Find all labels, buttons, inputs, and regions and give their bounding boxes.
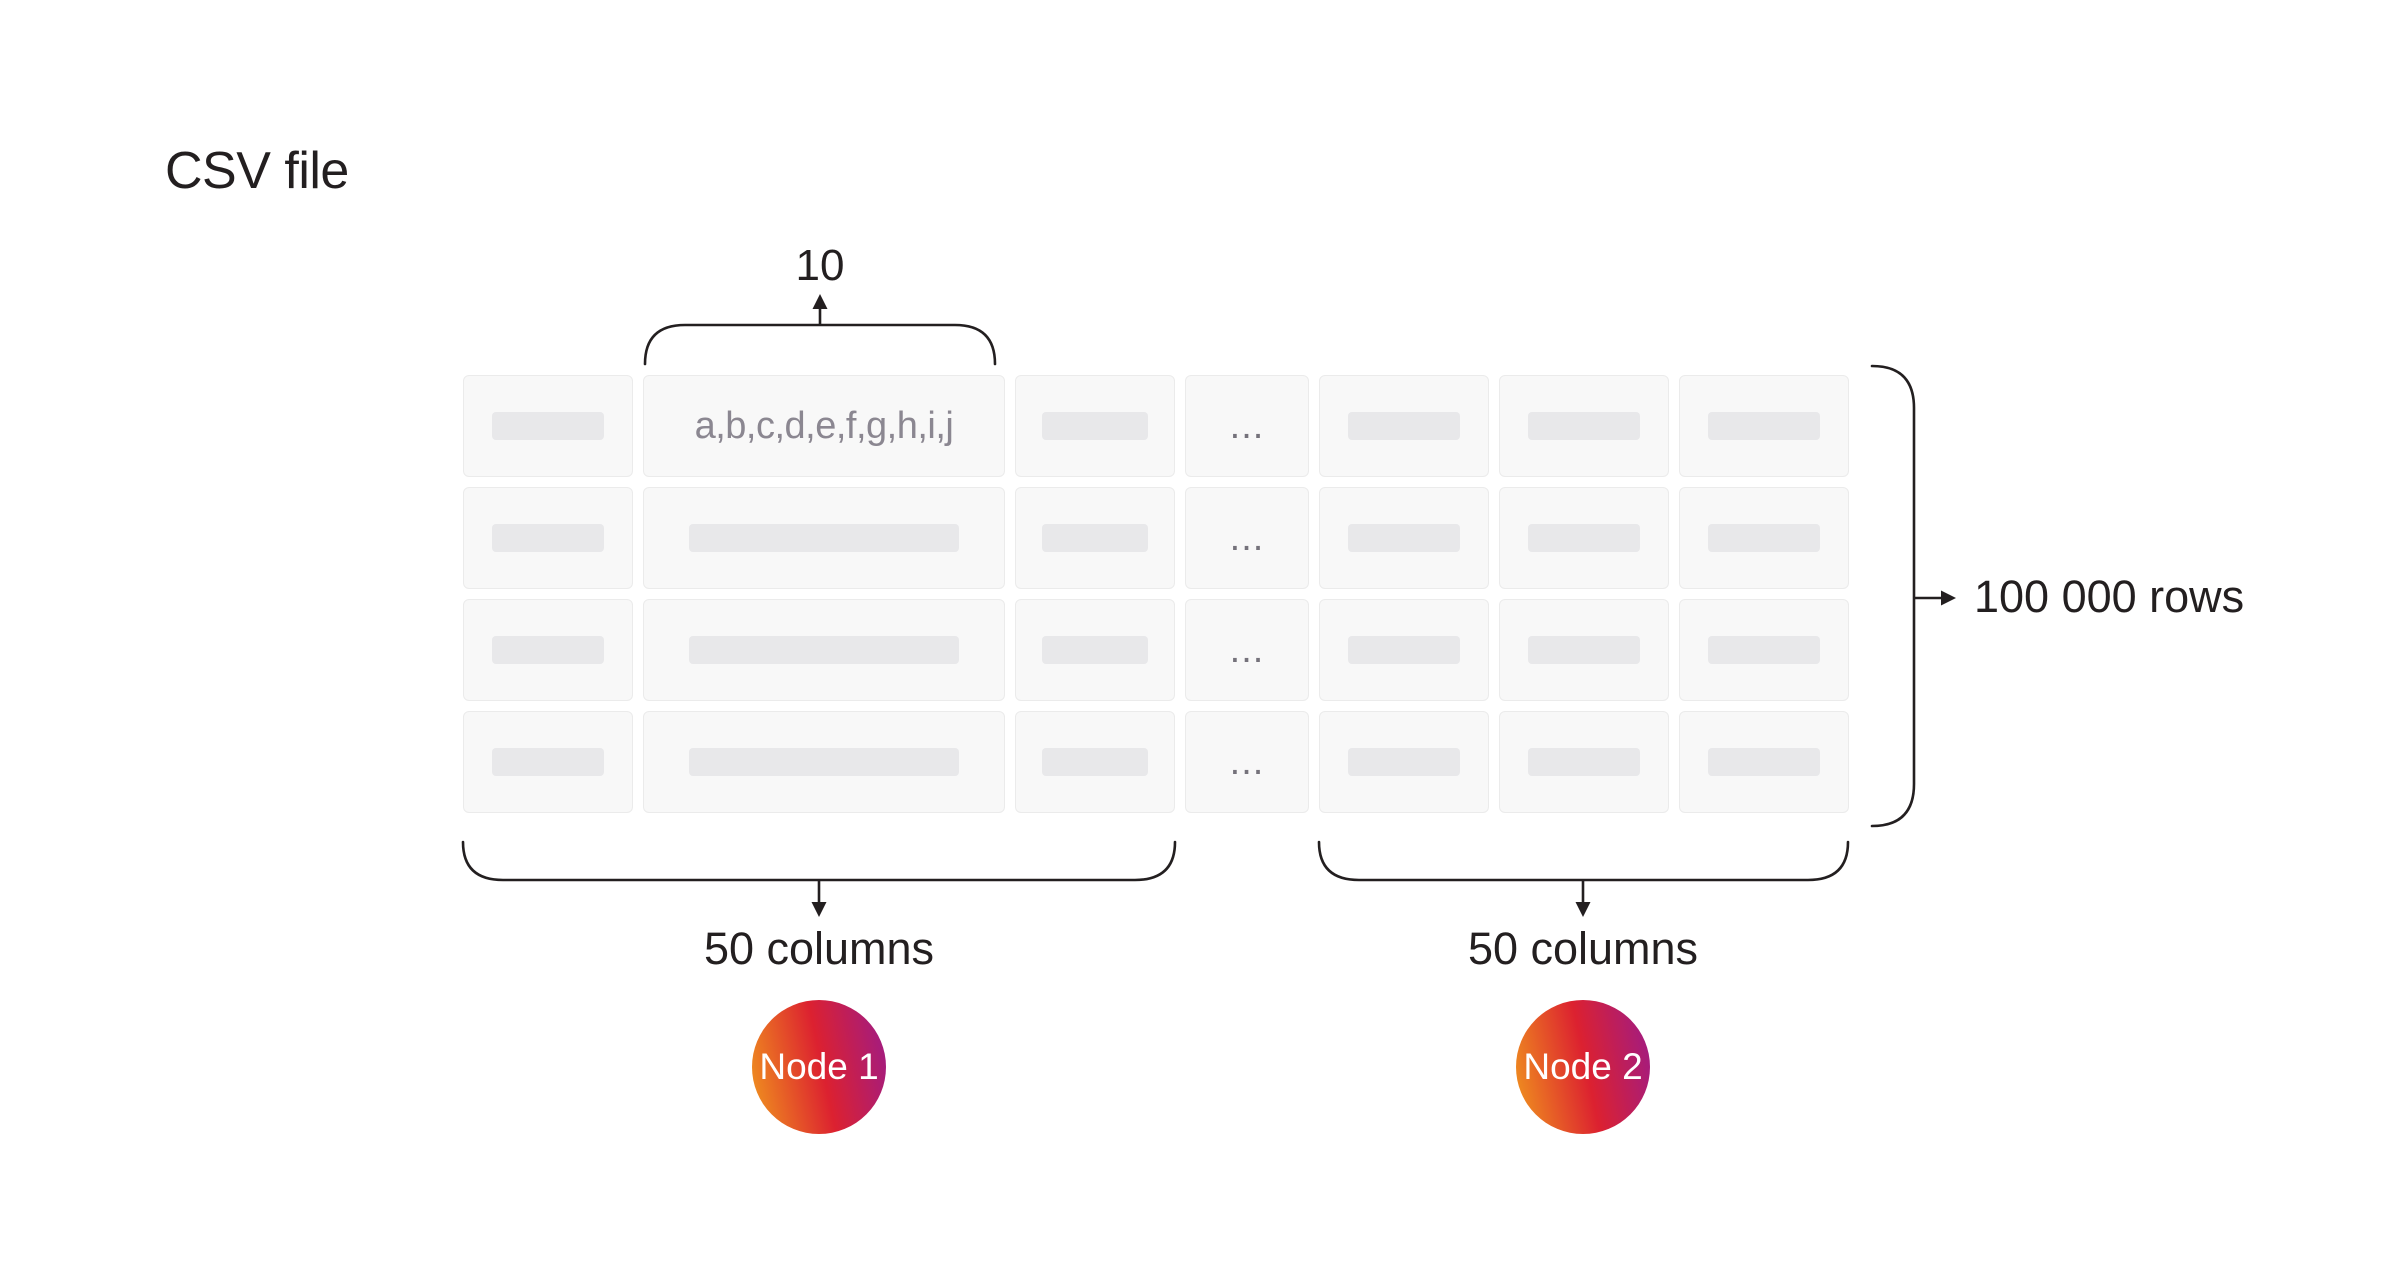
table-row: ... xyxy=(463,487,1849,589)
placeholder-bar xyxy=(689,524,959,552)
placeholder-bar xyxy=(1347,524,1461,552)
grid-cell-ellipsis: ... xyxy=(1185,375,1309,477)
ellipsis-text: ... xyxy=(1229,516,1265,559)
ellipsis-text: ... xyxy=(1229,628,1265,671)
grid-cell xyxy=(1015,599,1175,701)
table-row: a,b,c,d,e,f,g,h,i,j ... xyxy=(463,375,1849,477)
grid-cell-header: a,b,c,d,e,f,g,h,i,j xyxy=(643,375,1005,477)
placeholder-bar xyxy=(491,412,605,440)
ellipsis-text: ... xyxy=(1229,404,1265,447)
placeholder-bar xyxy=(1042,524,1148,552)
grid-cell-ellipsis: ... xyxy=(1185,711,1309,813)
table-row: ... xyxy=(463,711,1849,813)
placeholder-bar xyxy=(1707,748,1821,776)
node-1-label: Node 1 xyxy=(759,1046,879,1087)
grid-cell xyxy=(1015,711,1175,813)
grid-cell xyxy=(1499,711,1669,813)
top-brace xyxy=(643,323,997,366)
placeholder-bar xyxy=(1707,412,1821,440)
down-arrow-right-head xyxy=(1575,902,1591,917)
left-columns-label: 50 columns xyxy=(703,923,935,974)
grid-cell xyxy=(463,711,633,813)
grid-cell xyxy=(1015,375,1175,477)
placeholder-bar xyxy=(1707,524,1821,552)
grid-cell xyxy=(1319,487,1489,589)
grid-cell xyxy=(463,599,633,701)
placeholder-bar xyxy=(491,524,605,552)
placeholder-bar xyxy=(1347,412,1461,440)
grid-cell xyxy=(1499,599,1669,701)
up-arrow-head xyxy=(812,294,828,309)
header-cell-text: a,b,c,d,e,f,g,h,i,j xyxy=(694,404,954,447)
grid-cell-ellipsis: ... xyxy=(1185,599,1309,701)
node-2-badge: Node 2 xyxy=(1516,1000,1650,1134)
grid-cell xyxy=(643,711,1005,813)
grid-cell xyxy=(643,487,1005,589)
rows-count-label: 100 000 rows xyxy=(1974,571,2245,622)
placeholder-bar xyxy=(1042,748,1148,776)
right-arrow-head xyxy=(1941,590,1956,606)
grid-cell xyxy=(1319,599,1489,701)
down-arrow-left-head xyxy=(811,902,827,917)
grid-cell-ellipsis: ... xyxy=(1185,487,1309,589)
page-title: CSV file xyxy=(165,142,349,200)
right-columns-brace xyxy=(1317,840,1850,882)
placeholder-bar xyxy=(1347,636,1461,664)
placeholder-bar xyxy=(491,748,605,776)
grid-cell xyxy=(1679,375,1849,477)
placeholder-bar xyxy=(1527,636,1641,664)
placeholder-bar xyxy=(1527,524,1641,552)
grid-cell xyxy=(1319,711,1489,813)
grid-cell xyxy=(1499,487,1669,589)
placeholder-bar xyxy=(1042,636,1148,664)
ellipsis-text: ... xyxy=(1229,740,1265,783)
grid-cell xyxy=(1679,599,1849,701)
col-count-label: 10 xyxy=(795,241,845,290)
placeholder-bar xyxy=(1527,412,1641,440)
placeholder-bar xyxy=(1707,636,1821,664)
placeholder-bar xyxy=(1347,748,1461,776)
right-columns-label: 50 columns xyxy=(1467,923,1699,974)
node-1-badge: Node 1 xyxy=(752,1000,886,1134)
rows-brace xyxy=(1870,364,1916,828)
table-row: ... xyxy=(463,599,1849,701)
placeholder-bar xyxy=(689,636,959,664)
placeholder-bar xyxy=(689,748,959,776)
grid-cell xyxy=(463,487,633,589)
left-columns-brace xyxy=(461,840,1177,882)
grid-cell xyxy=(643,599,1005,701)
grid-cell xyxy=(1679,487,1849,589)
grid-cell xyxy=(1015,487,1175,589)
placeholder-bar xyxy=(1527,748,1641,776)
placeholder-bar xyxy=(1042,412,1148,440)
grid-cell xyxy=(463,375,633,477)
csv-grid: a,b,c,d,e,f,g,h,i,j ... ... ... xyxy=(463,375,1849,813)
placeholder-bar xyxy=(491,636,605,664)
grid-cell xyxy=(1499,375,1669,477)
node-2-label: Node 2 xyxy=(1523,1046,1643,1087)
grid-cell xyxy=(1679,711,1849,813)
grid-cell xyxy=(1319,375,1489,477)
